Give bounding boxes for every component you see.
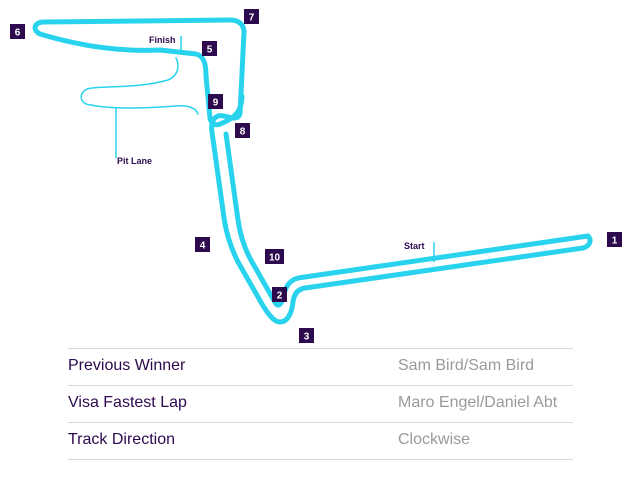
info-label: Visa Fastest Lap — [68, 394, 187, 411]
pit-lane-label: Pit Lane — [117, 156, 152, 166]
circuit-inner — [223, 131, 591, 308]
info-row-track-direction: Track Direction Clockwise — [68, 422, 573, 460]
svg-text:3: 3 — [304, 332, 310, 343]
circuit-outline — [32, 17, 593, 325]
info-row-previous-winner: Previous Winner Sam Bird/Sam Bird — [68, 348, 573, 385]
turn-marker-10: 10 — [265, 249, 284, 264]
turn-marker-3: 3 — [299, 328, 314, 343]
turn-marker-2: 2 — [272, 287, 287, 302]
svg-text:5: 5 — [207, 45, 213, 56]
svg-text:9: 9 — [213, 98, 219, 109]
turn-marker-9: 9 — [208, 94, 223, 109]
turn-marker-8: 8 — [235, 123, 250, 138]
info-value: Maro Engel/Daniel Abt — [398, 394, 558, 411]
info-value: Sam Bird/Sam Bird — [398, 357, 535, 374]
track-map: Start Finish Pit Lane 1 2 3 4 5 6 7 8 9 … — [10, 9, 622, 343]
svg-text:4: 4 — [200, 241, 206, 252]
info-label: Track Direction — [68, 431, 175, 448]
turn-marker-5: 5 — [202, 41, 217, 56]
turn-marker-1: 1 — [607, 232, 622, 247]
turn-marker-7: 7 — [244, 9, 259, 24]
pit-lane-path — [80, 57, 199, 115]
svg-text:6: 6 — [15, 28, 21, 39]
svg-text:7: 7 — [249, 13, 255, 24]
info-row-fastest-lap: Visa Fastest Lap Maro Engel/Daniel Abt — [68, 385, 573, 422]
svg-text:10: 10 — [269, 253, 281, 264]
info-label: Previous Winner — [68, 357, 186, 374]
turn-marker-4: 4 — [195, 237, 210, 252]
start-label: Start — [404, 241, 425, 251]
svg-text:8: 8 — [240, 127, 246, 138]
finish-label: Finish — [149, 35, 176, 45]
race-info-table: Previous Winner Sam Bird/Sam Bird Visa F… — [68, 348, 573, 460]
svg-text:2: 2 — [277, 291, 283, 302]
turn-marker-6: 6 — [10, 24, 25, 39]
info-value: Clockwise — [398, 431, 471, 448]
svg-text:1: 1 — [612, 236, 618, 247]
